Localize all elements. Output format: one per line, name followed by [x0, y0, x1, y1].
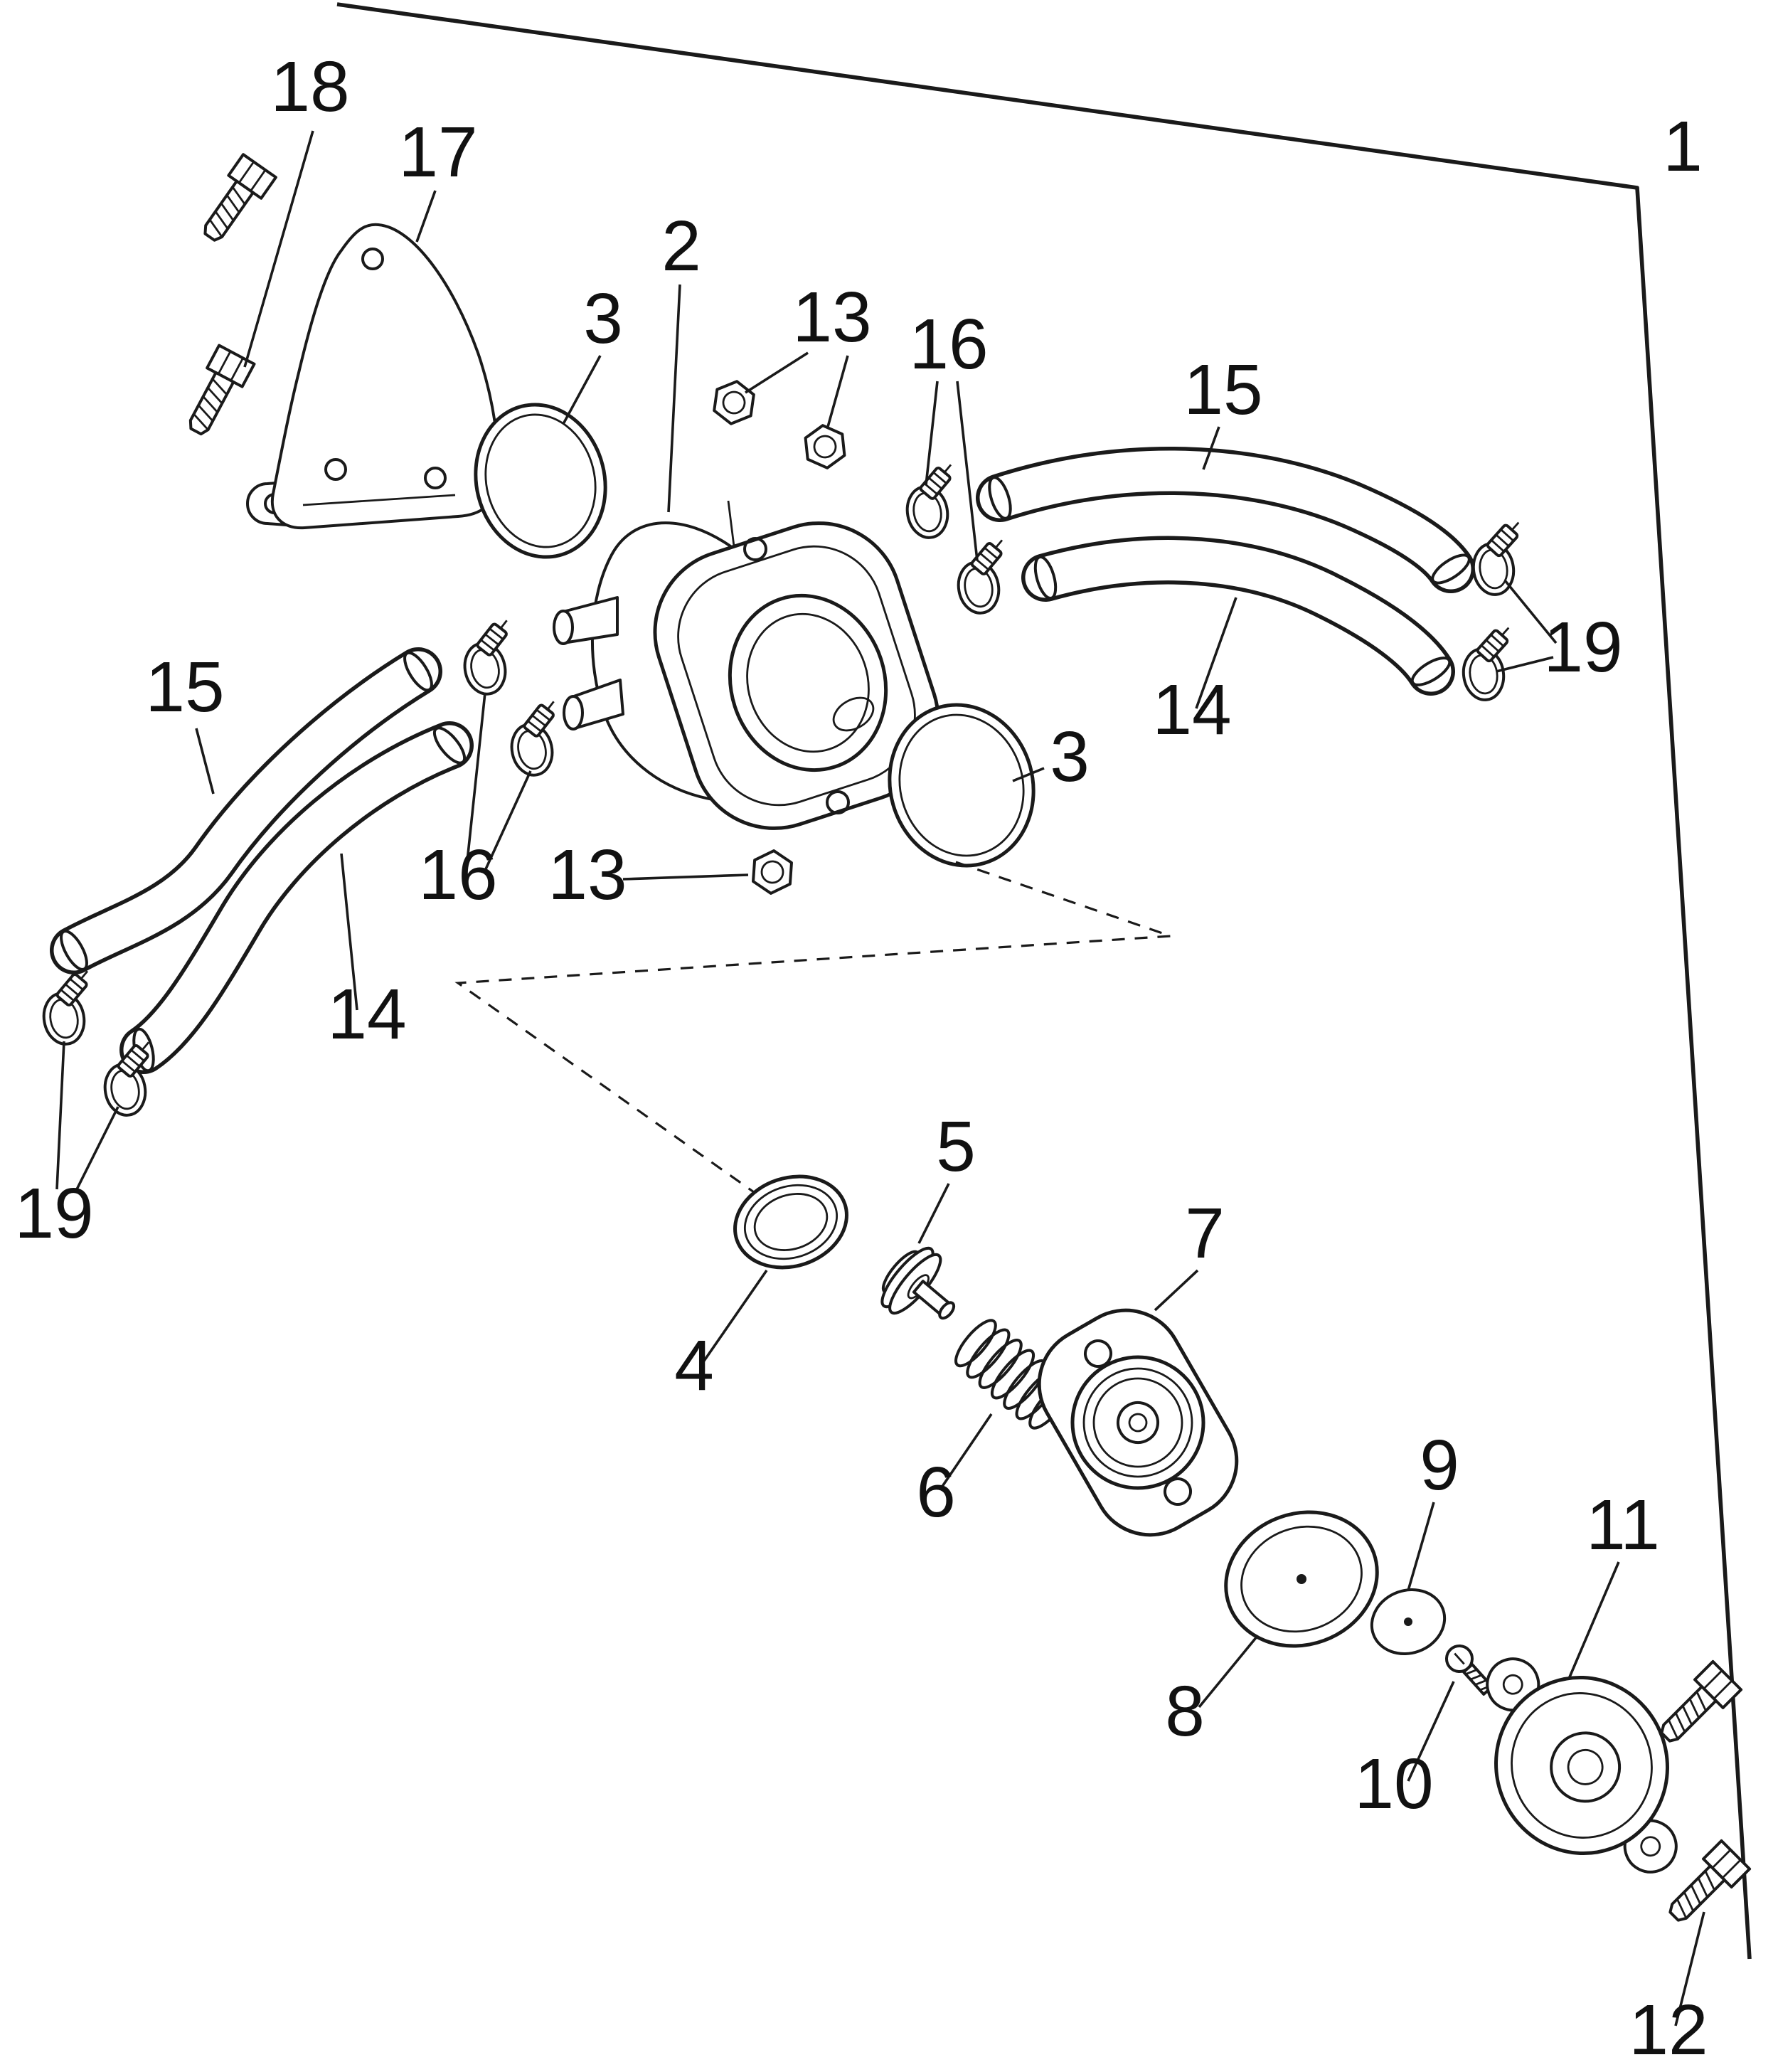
hose-15-right [976, 447, 1475, 593]
callout-17: 17 [398, 112, 477, 192]
hex-nut [750, 848, 794, 896]
hex-bolt [192, 153, 277, 250]
leader-12 [1674, 1911, 1705, 2026]
callout-15-left: 15 [145, 647, 224, 727]
callout-16-left: 16 [418, 835, 497, 915]
hose-clamp [1465, 514, 1535, 599]
bolts-18 [179, 153, 277, 441]
hose-clamp [1455, 619, 1526, 704]
leader-18 [243, 130, 314, 368]
leader-16-right-b [956, 381, 979, 561]
hex-bolt [179, 346, 255, 441]
leader-17 [415, 190, 437, 243]
hose-clamp [454, 611, 528, 700]
leader-16-left-b [484, 770, 532, 871]
o-ring-3-right [888, 703, 1036, 868]
leader-14-right [1195, 597, 1237, 709]
callout-14-left: 14 [327, 974, 406, 1054]
callout-2: 2 [661, 206, 701, 286]
frame-border-line [336, 2, 1752, 1960]
leader-8 [1198, 1635, 1259, 1709]
hex-nut [711, 377, 757, 428]
leader-10 [1407, 1681, 1455, 1782]
callout-18: 18 [270, 47, 349, 127]
callout-19-left: 19 [14, 1174, 93, 1253]
leader-lines [55, 130, 1705, 2026]
callout-6: 6 [916, 1452, 956, 1532]
leader-2 [667, 284, 681, 513]
bracket-17 [246, 223, 500, 530]
callout-3-right: 3 [1050, 717, 1090, 797]
hose-clamp [898, 456, 970, 543]
hose-15-left [50, 647, 442, 974]
leader-16-left-a [465, 692, 486, 868]
o-ring-3-left [474, 403, 607, 559]
leader-19-left-a [55, 1041, 65, 1190]
leader-3-left [562, 355, 602, 425]
callout-3-left: 3 [583, 279, 623, 358]
callout-14-right: 14 [1152, 670, 1231, 750]
leader-15-left [195, 728, 215, 795]
diaphragm-8 [1224, 1510, 1379, 1648]
callout-19-right: 19 [1543, 607, 1622, 687]
callout-13-top: 13 [792, 277, 871, 357]
callout-labels: 1 18 17 2 3 13 16 15 19 14 3 16 13 15 14… [14, 47, 1708, 2070]
leader-19-right-a [1503, 579, 1558, 644]
hose-clamp [501, 692, 575, 781]
callout-13-bottom: 13 [548, 835, 627, 915]
hose-14-right [1021, 536, 1455, 696]
callout-9: 9 [1420, 1425, 1459, 1505]
callout-4: 4 [674, 1326, 714, 1406]
hex-nut [803, 422, 847, 472]
leader-5 [917, 1183, 950, 1244]
outer-cover-11 [1486, 1657, 1678, 1874]
thermostat-housing-2 [553, 500, 940, 830]
hose-clamp [34, 962, 107, 1049]
leader-6 [939, 1413, 993, 1491]
leader-19-left-b [75, 1106, 119, 1190]
leader-13-top-b [826, 355, 849, 427]
hex-bolt [1651, 1662, 1741, 1751]
dashed-assembly-line [454, 861, 1171, 1194]
cover-plate-7 [1037, 1308, 1239, 1537]
callout-12: 12 [1629, 1990, 1708, 2070]
hose-clamp [949, 531, 1021, 618]
housing-flange [653, 521, 940, 830]
leader-7 [1154, 1269, 1199, 1312]
callout-11: 11 [1586, 1485, 1660, 1565]
callout-1: 1 [1663, 107, 1703, 186]
callout-15-right: 15 [1183, 350, 1262, 430]
leader-19-right-b [1496, 656, 1554, 673]
leader-16-right-a [925, 381, 939, 486]
callout-7: 7 [1185, 1194, 1225, 1273]
leader-3-right [1012, 767, 1045, 782]
leader-14-left [340, 853, 358, 1011]
screw-10 [1445, 1645, 1494, 1696]
leader-13-top-a [745, 351, 809, 394]
callout-5: 5 [936, 1107, 976, 1186]
thermostat-5 [880, 1246, 956, 1320]
callout-16-right: 16 [909, 304, 988, 384]
callout-10: 10 [1354, 1744, 1433, 1824]
seal-4 [733, 1174, 848, 1270]
leader-15-right [1202, 426, 1220, 470]
washer-9 [1370, 1588, 1447, 1656]
leader-13-bottom [622, 873, 749, 881]
leader-9 [1407, 1502, 1435, 1591]
callout-8: 8 [1165, 1672, 1205, 1751]
leader-11 [1567, 1561, 1620, 1679]
leader-4 [701, 1269, 768, 1364]
